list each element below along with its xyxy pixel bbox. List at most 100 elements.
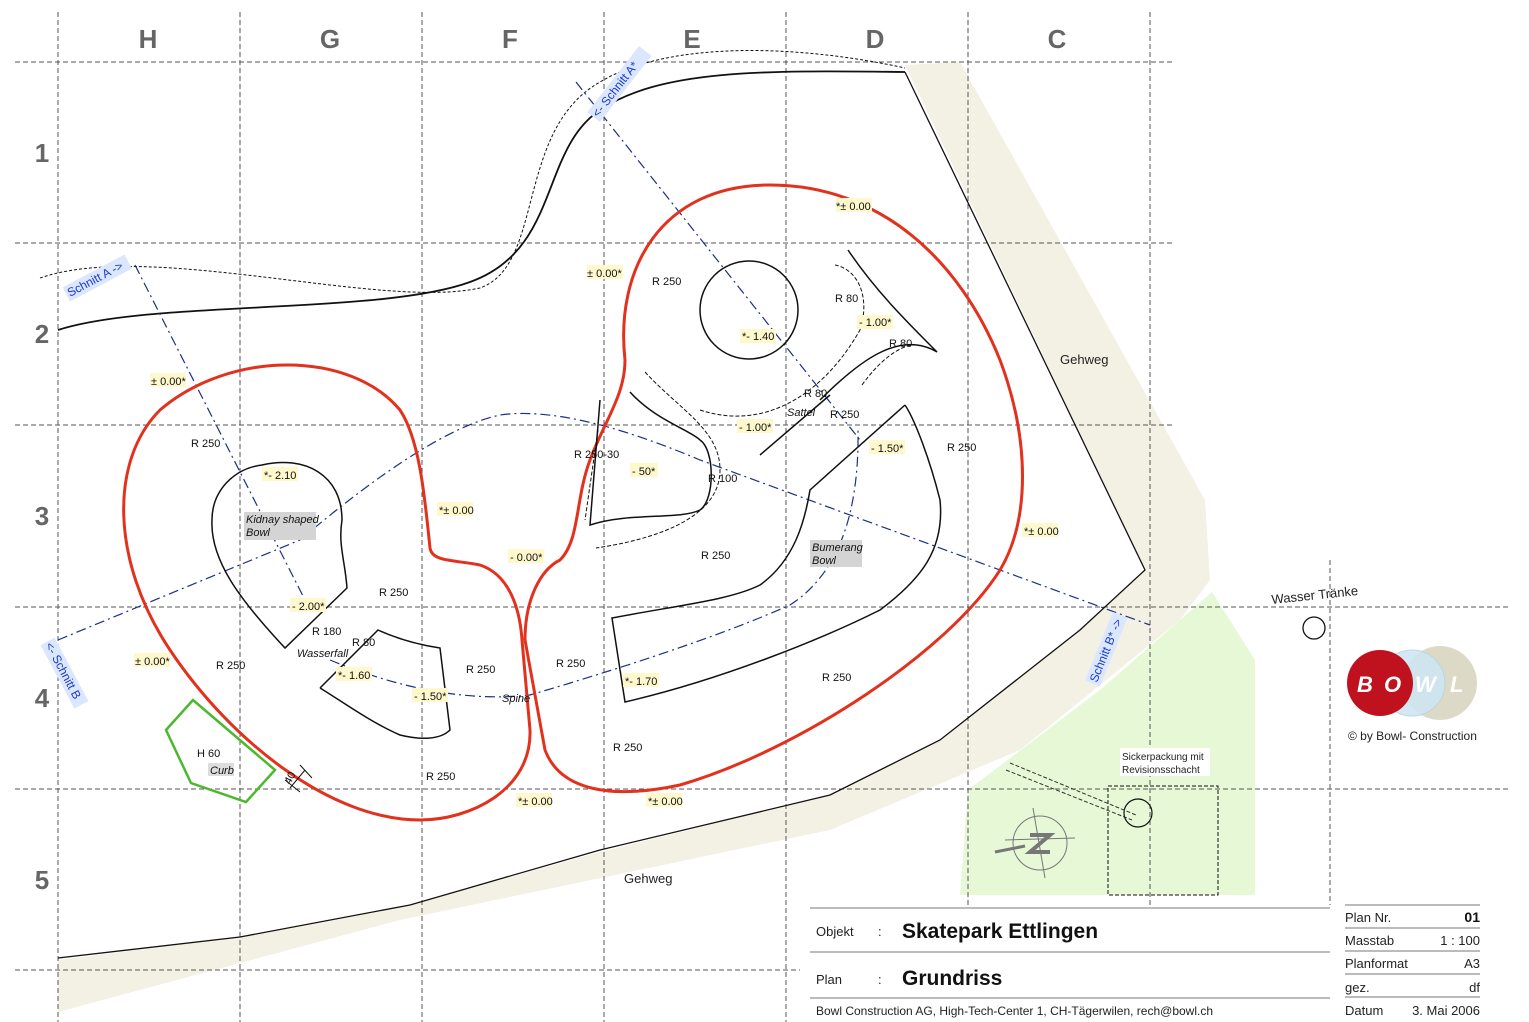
plan-label: Plan [816, 972, 842, 987]
row-label: 1 [35, 138, 49, 168]
radius-label: R 250 [556, 658, 585, 670]
radius-label: R 250-30 [574, 449, 619, 461]
grid-lines [15, 12, 1510, 1022]
radius-label: R 250 [613, 742, 642, 754]
radius-label: R 250 [426, 771, 455, 783]
meta-value: A3 [1464, 956, 1480, 971]
dimension-label: 40 [282, 770, 299, 787]
hill-contour [57, 70, 906, 331]
plan-name: Grundriss [902, 967, 1002, 990]
level-label: ± 0.00* [135, 656, 171, 668]
meta-value: 3. Mai 2006 [1412, 1003, 1480, 1018]
section-a-label: Schnitt A -> [65, 259, 125, 300]
meta-key: Masstab [1345, 933, 1394, 948]
radius-label: R 250 [379, 587, 408, 599]
level-label: *- 1.40 [742, 331, 774, 343]
meta-value: 1 : 100 [1440, 933, 1480, 948]
level-label: *- 1.70 [625, 676, 657, 688]
section-a-label: <- Schnitt A* [589, 59, 641, 120]
section-line-a-left [134, 264, 306, 601]
colon: : [878, 972, 882, 987]
radius-label: R 250 [830, 409, 859, 421]
level-label: *± 0.00 [518, 796, 553, 808]
radius-label: R 250 [701, 550, 730, 562]
level-label: ± 0.00* [151, 376, 187, 388]
bumerang-bowl-label: Bumerang [812, 542, 864, 554]
top-right-bowl-edge [819, 249, 938, 401]
level-label: *± 0.00 [1024, 526, 1059, 538]
level-label: *- 1.60 [338, 670, 370, 682]
radius-label: R 80 [835, 293, 858, 305]
gehweg-label: Gehweg [624, 871, 672, 886]
logo-letter: B [1357, 672, 1373, 697]
level-label: - 1.00* [739, 422, 772, 434]
radius-label: R 250 [822, 672, 851, 684]
bowl-logo: B O W L [1347, 646, 1477, 720]
sattel-edge [759, 394, 831, 456]
logo-letter: L [1450, 672, 1463, 697]
meta-key: Datum [1345, 1003, 1383, 1018]
colon: : [878, 924, 882, 939]
site-boundary [57, 71, 1146, 959]
section-line-a [575, 81, 861, 441]
level-label: - 1.00* [859, 317, 892, 329]
row-label: 5 [35, 865, 49, 895]
meta-key: Planformat [1345, 956, 1408, 971]
level-label: - 0.00* [510, 552, 543, 564]
drainage-area [1107, 785, 1219, 896]
wasserfall-label: Wasserfall [297, 648, 349, 660]
meta-key: Plan Nr. [1345, 910, 1391, 925]
kidney-bowl-edge [211, 461, 348, 650]
column-label: E [683, 24, 700, 54]
wasser-traenke-label: Wasser Tränke [1271, 583, 1359, 607]
small-bowl-edge [319, 629, 451, 740]
level-label: - 1.50* [414, 691, 447, 703]
level-label: *± 0.00 [648, 796, 683, 808]
sattel-label: Sattel [787, 407, 816, 419]
radius-label: R 250 [652, 276, 681, 288]
water-trough-icon [1302, 616, 1326, 640]
column-label: G [320, 24, 340, 54]
row-label: 2 [35, 319, 49, 349]
radius-label: R 80 [804, 388, 827, 400]
hill-contour-dashed [39, 50, 906, 293]
sickerpackung-label: Sickerpackung mit [1122, 752, 1204, 763]
level-label: - 50* [632, 466, 656, 478]
radius-label: R 100 [708, 473, 737, 485]
curb-height-label: H 60 [197, 748, 220, 760]
copyright-text: © by Bowl- Construction [1348, 729, 1477, 743]
coping-dashes [584, 264, 916, 549]
project-name: Skatepark Ettlingen [902, 920, 1098, 943]
level-label: - 2.00* [292, 601, 325, 613]
curb-outline [164, 698, 277, 804]
spine-label: Spine [502, 693, 530, 705]
skatepark-outline-right [523, 183, 1024, 794]
logo-letter: W [1415, 672, 1438, 697]
grid-column-labels: H G F E D C [139, 24, 1067, 54]
gehweg-label: Gehweg [1060, 352, 1108, 367]
bumerang-bowl-label: Bowl [812, 555, 836, 567]
manhole-icon [1123, 798, 1153, 828]
radius-label: R 250 [216, 660, 245, 672]
objekt-label: Objekt [816, 924, 854, 939]
drain-pipe [1005, 762, 1137, 821]
radius-label: R 250 [947, 442, 976, 454]
column-label: F [502, 24, 518, 54]
gehweg-area [58, 62, 1210, 1012]
center-bowl-edge [589, 391, 712, 527]
level-label: *± 0.00 [836, 201, 871, 213]
radius-label: R 250 [191, 438, 220, 450]
grid-row-labels: 1 2 3 4 5 [35, 138, 50, 895]
level-label: *± 0.00 [439, 505, 474, 517]
radius-label: R 80 [352, 637, 375, 649]
green-area [960, 592, 1255, 895]
sickerpackung-label: Revisionsschacht [1122, 765, 1200, 776]
curb-label: Curb [210, 765, 234, 777]
column-label: D [866, 24, 885, 54]
level-label: - 1.50* [871, 443, 904, 455]
row-label: 4 [35, 683, 50, 713]
bowl-edges [211, 249, 942, 740]
title-block: Objekt : Skatepark Ettlingen Plan : Grun… [800, 904, 1529, 1022]
kidney-bowl-label: Bowl [246, 527, 270, 539]
